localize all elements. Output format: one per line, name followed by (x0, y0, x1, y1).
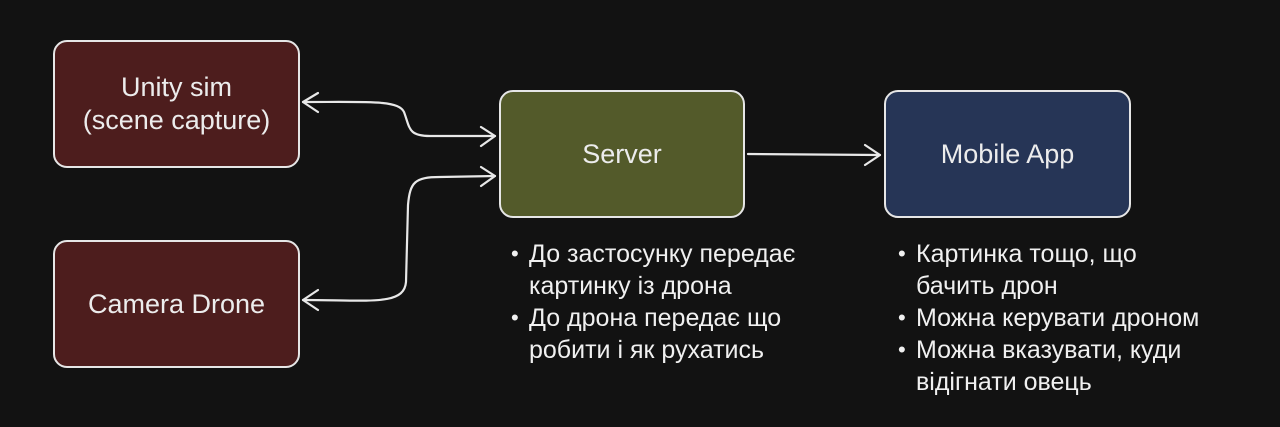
node-camera-drone-label: Camera Drone (87, 288, 266, 319)
node-unity-sim-label: Unity sim (scene capture) (82, 72, 271, 135)
edge-camera-server (301, 174, 497, 302)
edge-unity-server (301, 100, 497, 138)
server-note-item: До дрона передає що робити і як рухатись (511, 302, 871, 366)
arrowhead-mobile (863, 143, 882, 167)
node-mobile-app-label: Mobile App (940, 138, 1075, 169)
edge-server-mobile (746, 152, 882, 157)
arrowhead-server-bottom (479, 165, 497, 188)
arrowhead-camera-end (301, 288, 320, 312)
mobile-notes-list: Картинка тощо, що бачить дрон Можна керу… (898, 238, 1258, 398)
node-mobile-app: Mobile App (884, 90, 1131, 218)
server-note-item: До застосунку передає картинку із дрона (511, 238, 871, 302)
node-camera-drone: Camera Drone (53, 240, 300, 368)
arrowhead-unity-end (301, 91, 320, 114)
mobile-note-item: Можна керувати дроном (898, 302, 1258, 334)
node-unity-sim: Unity sim (scene capture) (53, 40, 300, 168)
mobile-note-item: Картинка тощо, що бачить дрон (898, 238, 1258, 302)
server-notes-list: До застосунку передає картинку із дрона … (511, 238, 871, 366)
node-server: Server (499, 90, 745, 218)
node-server-label: Server (582, 138, 662, 169)
arrowhead-server-top (479, 125, 497, 148)
mobile-note-item: Можна вказувати, куди відігнати овець (898, 334, 1258, 398)
